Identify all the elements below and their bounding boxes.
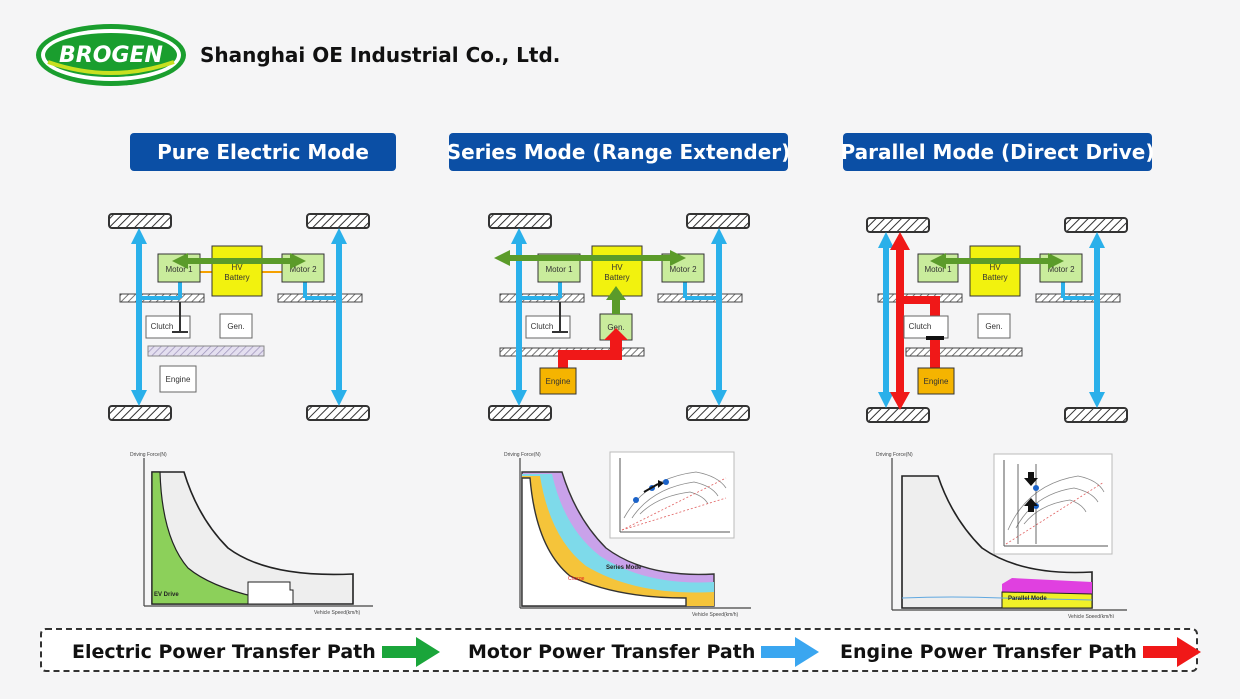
ev-drive-label: EV Drive [154,592,179,598]
engine-label: Engine [924,377,949,386]
battery-label: Battery [224,273,249,282]
mode-title-parallel: Parallel Mode (Direct Drive) [840,133,1155,171]
graph-y-axis-label: Driving Force(N) [130,452,167,458]
engine-efficiency-map-inset [993,453,1113,555]
legend-item-motor: Motor Power Transfer Path [468,637,821,667]
motor2-label: Motor 2 [669,265,697,274]
series-force-graph: Driving Force(N) Vehicle Speed(km/h) Ser… [504,451,751,618]
pure-electric-drivetrain-diagram: Motor 1 HV Battery Motor 2 Clutch Gen. E… [108,213,370,421]
mode-title-pure-electric: Pure Electric Mode [130,133,396,171]
graph-y-axis-label: Driving Force(N) [504,452,541,458]
generator-label: Gen. [607,323,624,332]
legend-label-electric: Electric Power Transfer Path [72,641,376,663]
motor1-label: Motor 1 [545,265,573,274]
graph-x-axis-label: Vehicle Speed(km/h) [1068,614,1114,618]
battery-label-hv: HV [989,263,1001,272]
blue-arrow-icon [761,637,820,667]
legend-label-motor: Motor Power Transfer Path [468,641,756,663]
red-arrow-icon [1142,637,1201,667]
clutch-label: Clutch [151,322,174,331]
engine-efficiency-map-inset [609,451,735,539]
battery-label-hv: HV [231,263,243,272]
header: BROGEN Shanghai OE Industrial Co., Ltd. [0,0,1240,92]
engine-label: Engine [546,377,571,386]
parallel-drivetrain-diagram: Motor 1 HV Battery Motor 2 Clutch Gen. E… [866,217,1128,423]
legend-item-electric: Electric Power Transfer Path [72,637,442,667]
battery-label: Battery [604,273,629,282]
graph-x-axis-label: Vehicle Speed(km/h) [314,610,360,616]
motor2-label: Motor 2 [1047,265,1075,274]
generator-label: Gen. [227,322,244,331]
mode-title-series: Series Mode (Range Extender) [447,133,790,171]
pure-electric-force-graph: Driving Force(N) Vehicle Speed(km/h) EV … [130,452,373,616]
charge-label: Charge [568,576,585,582]
brogen-logo: BROGEN [36,24,186,86]
clutch-label: Clutch [909,322,932,331]
green-arrow-icon [381,637,440,667]
series-drivetrain-diagram: Motor 1 HV Battery Motor 2 Clutch Gen. E… [488,213,750,421]
generator-label: Gen. [985,322,1002,331]
graph-y-axis-label: Driving Force(N) [876,452,913,458]
battery-label-hv: HV [611,263,623,272]
logo-text: BROGEN [59,43,163,68]
power-path-legend: Electric Power Transfer Path Motor Power… [40,628,1201,672]
graph-x-axis-label: Vehicle Speed(km/h) [692,612,738,618]
series-mode-label: Series Mode [606,565,642,571]
company-name: Shanghai OE Industrial Co., Ltd. [200,43,561,67]
battery-label: Battery [982,273,1007,282]
parallel-mode-label: Parallel Mode [1008,596,1047,602]
motor1-label: Motor 1 [165,265,193,274]
parallel-force-graph: Driving Force(N) Vehicle Speed(km/h) Par… [876,452,1127,618]
engine-label: Engine [166,375,191,384]
motor2-label: Motor 2 [289,265,317,274]
motor1-label: Motor 1 [924,265,952,274]
legend-label-engine: Engine Power Transfer Path [840,641,1137,663]
clutch-label: Clutch [531,322,554,331]
legend-item-engine: Engine Power Transfer Path [840,637,1203,667]
